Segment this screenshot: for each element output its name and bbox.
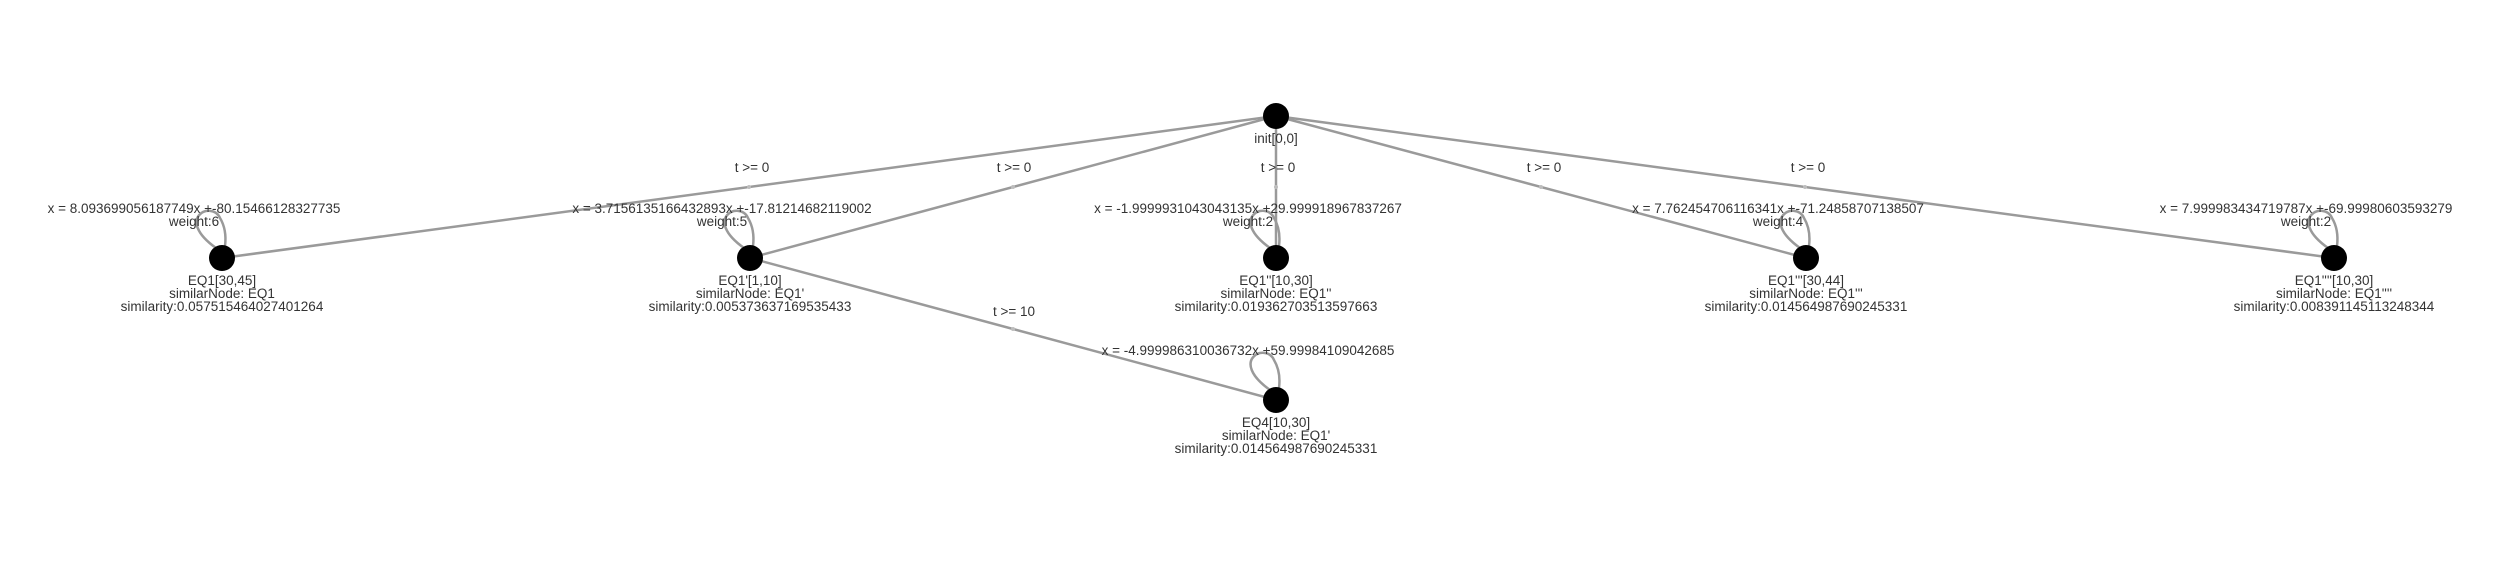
self-loop-weight: weight:5 — [696, 214, 747, 229]
edge-midpoint-marker — [1011, 185, 1015, 189]
node-similarity-label: similarity:0.014564987690245331 — [1175, 441, 1378, 456]
self-loop-n6 — [1249, 351, 1281, 392]
self-loop-n1 — [195, 209, 227, 250]
node-name-label: EQ1''[10,30] — [1239, 273, 1312, 288]
node-similar-node-label: similarNode: EQ1' — [696, 286, 804, 301]
node-name-label: EQ1''''[10,30] — [2295, 273, 2374, 288]
self-loop-weight: weight:4 — [1752, 214, 1804, 229]
node-name-label: init[0,0] — [1254, 131, 1298, 146]
self-loop-equation: x = -1.9999931043043135x +29.99991896783… — [1094, 201, 1402, 216]
node-similar-node-label: similarNode: EQ1''' — [1749, 286, 1863, 301]
node-n2[interactable] — [737, 245, 763, 271]
node-similar-node-label: similarNode: EQ1'' — [1221, 286, 1332, 301]
node-n3[interactable] — [1263, 245, 1289, 271]
node-similarity-label: similarity:0.014564987690245331 — [1705, 299, 1908, 314]
labels-layer: t >= 0 t >= 0 t >= 0 t >= 0 t >= 0 t >= 10 ini… — [48, 131, 2453, 456]
self-loop-n2 — [723, 209, 755, 250]
edge-midpoint-marker — [1803, 185, 1807, 189]
edge-midpoint-marker — [1539, 185, 1543, 189]
edges-layer — [221, 114, 2335, 402]
edge-guard-label: t >= 0 — [735, 160, 770, 175]
self-loop-equation: x = 8.093699056187749x +-80.154661283277… — [48, 201, 341, 216]
edge-guard-label: t >= 0 — [1791, 160, 1826, 175]
self-loop-n5 — [2307, 209, 2339, 250]
self-loops-layer — [195, 209, 2339, 392]
edge-midpoint-marker — [747, 185, 751, 189]
node-similarity-label: similarity:0.019362703513597663 — [1175, 299, 1378, 314]
edge-guard-label: t >= 0 — [1527, 160, 1562, 175]
node-similarity-label: similarity:0.005373637169535433 — [649, 299, 852, 314]
self-loop-equation: x = 3.7156135166432893x +-17.81214682119… — [572, 201, 871, 216]
self-loop-weight: weight:6 — [168, 214, 219, 229]
node-n6[interactable] — [1263, 387, 1289, 413]
node-similar-node-label: similarNode: EQ1 — [169, 286, 275, 301]
node-similar-node-label: similarNode: EQ1'''' — [2276, 286, 2392, 301]
node-name-label: EQ1[30,45] — [188, 273, 256, 288]
edge-midpoint-marker — [1011, 327, 1015, 331]
edge-guard-label: t >= 0 — [1261, 160, 1296, 175]
edge-guard-label: t >= 10 — [993, 304, 1035, 319]
node-n4[interactable] — [1793, 245, 1819, 271]
node-name-label: EQ1'[1,10] — [718, 273, 781, 288]
node-name-label: EQ4[10,30] — [1242, 415, 1310, 430]
node-init[interactable] — [1263, 103, 1289, 129]
self-loop-weight: weight:2 — [1222, 214, 1273, 229]
edge-midpoint-marker — [1274, 185, 1278, 189]
edge-guard-label: t >= 0 — [997, 160, 1032, 175]
self-loop-n3 — [1249, 209, 1281, 250]
self-loop-equation: x = -4.999986310036732x +59.999841090426… — [1102, 343, 1395, 358]
node-similarity-label: similarity:0.008391145113248344 — [2234, 299, 2435, 314]
self-loop-weight: weight:2 — [2280, 214, 2331, 229]
node-name-label: EQ1'''[30,44] — [1768, 273, 1844, 288]
node-n5[interactable] — [2321, 245, 2347, 271]
self-loop-equation: x = 7.762454706116341x +-71.248587071385… — [1632, 201, 1924, 216]
node-similarity-label: similarity:0.057515464027401264 — [121, 299, 324, 314]
node-similar-node-label: similarNode: EQ1' — [1222, 428, 1330, 443]
self-loop-equation: x = 7.999983434719787x +-69.999806035932… — [2160, 201, 2453, 216]
node-n1[interactable] — [209, 245, 235, 271]
self-loop-n4 — [1779, 209, 1811, 250]
nodes-layer — [209, 103, 2347, 413]
